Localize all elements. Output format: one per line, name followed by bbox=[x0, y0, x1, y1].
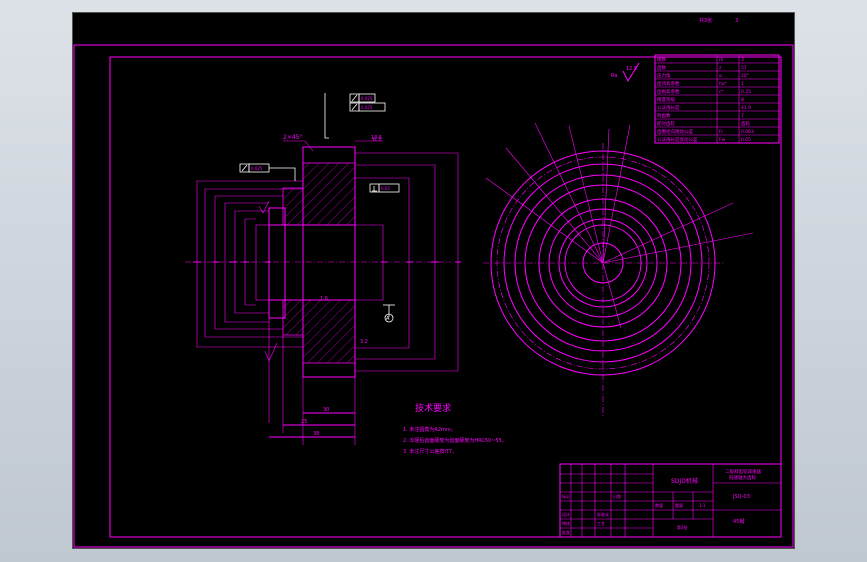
inner-border bbox=[109, 56, 782, 538]
datum-a: A bbox=[386, 316, 390, 322]
gtol-perp: 0.02 bbox=[381, 186, 390, 191]
tb-drawing-no: JSQ-03 bbox=[732, 494, 750, 500]
tb-sheet: 第3张 bbox=[677, 524, 688, 530]
outer-border bbox=[73, 44, 794, 548]
gear-table-cell: 精度等级 bbox=[657, 96, 675, 103]
top-label-left: 共3张 bbox=[699, 17, 712, 24]
section-view: 30 25 38 13.5 2×45° A 1.6 3.2 bbox=[185, 134, 461, 445]
dim-bottom-1: 30 bbox=[323, 407, 329, 413]
tb-scale: 1:1 bbox=[699, 503, 706, 508]
dim-bottom-3: 38 bbox=[313, 431, 319, 437]
front-view bbox=[483, 122, 754, 418]
gear-table-cell: 公法线长度变动公差 bbox=[657, 136, 698, 143]
tb-standard: 标准化 bbox=[597, 511, 609, 517]
gear-table-cell: ha* bbox=[719, 81, 728, 87]
gear-table-cell: 模数 bbox=[657, 56, 666, 63]
gear-table-cell: 41.9 bbox=[741, 105, 751, 111]
gtol-runout-3: 0.025 bbox=[251, 166, 263, 171]
tb-checker: 审核 bbox=[562, 520, 570, 526]
gear-table-cell: 20° bbox=[741, 73, 749, 79]
roughness-bore: 1.6 bbox=[320, 296, 328, 302]
gear-table-cell: 齿顶高系数 bbox=[657, 80, 680, 87]
hatch-bottom bbox=[282, 299, 356, 364]
gear-table-cell: 齿圈径向跳动公差 bbox=[657, 128, 693, 135]
gear-table: 模数 m 3 齿数 z 57 压力角 α 20° 齿顶高系数 ha* 1 齿根高系数 c* 0.25 精度等级… bbox=[654, 54, 780, 144]
tb-part-name: 二级斜齿轮减速器 bbox=[725, 468, 761, 475]
tb-date: 日期 bbox=[613, 493, 621, 499]
hatch-top bbox=[282, 162, 356, 226]
gear-table-cell: Fr bbox=[719, 129, 723, 135]
gear-table-cell: α bbox=[719, 74, 722, 79]
gear-table-cell: 跨齿数 bbox=[657, 112, 671, 119]
gear-table-cell: 公法线长度 bbox=[657, 104, 680, 111]
roughness-main: 12.5 bbox=[626, 66, 637, 72]
gear-table-cell: 齿数 bbox=[657, 64, 666, 71]
tb-mark: 标记 bbox=[562, 493, 570, 499]
gear-table-cell: 齿轮 bbox=[741, 120, 750, 127]
gear-table-cell: m bbox=[719, 58, 723, 63]
gear-table-cell: c* bbox=[719, 89, 724, 95]
dim-top: 13.5 bbox=[371, 135, 382, 141]
gear-table-cell: 3 bbox=[741, 57, 744, 63]
gear-table-cell: 压力角 bbox=[657, 72, 671, 79]
tech-item-1: 1. 未注圆角为R2mm。 bbox=[403, 426, 456, 433]
chamfer-note: 2×45° bbox=[283, 134, 302, 141]
dim-bottom-2: 25 bbox=[301, 419, 307, 425]
gear-table-cell: 7 bbox=[741, 113, 744, 119]
gear-table-cell: 1 bbox=[741, 81, 744, 87]
cad-viewport[interactable]: 共3张 3 bbox=[73, 13, 794, 548]
tb-company: SDJD机械 bbox=[671, 477, 698, 485]
tb-material: 45钢 bbox=[733, 518, 744, 525]
tech-item-2: 2. 淬硬后齿面硬度为齿面硬度为HRC50~55。 bbox=[403, 437, 507, 444]
top-label-right: 3 bbox=[735, 18, 738, 24]
datum-circle bbox=[384, 313, 394, 323]
tech-item-3: 3. 未注尺寸公差按IT7。 bbox=[403, 448, 457, 455]
gear-table-cell: 8 bbox=[741, 97, 744, 103]
roughness-face: 3.2 bbox=[360, 339, 368, 345]
tb-designer: 设计 bbox=[562, 511, 570, 517]
gear-table-cell: 57 bbox=[741, 65, 747, 71]
gear-table-cell: z bbox=[719, 66, 722, 71]
tech-requirements: 技术要求 1. 未注圆角为R2mm。 2. 淬硬后齿面硬度为齿面硬度为HRC50… bbox=[403, 402, 507, 455]
gtol-frames: 0.025 0.025 0.025 0.02 bbox=[239, 93, 400, 193]
tb-approver: 批准 bbox=[562, 529, 570, 535]
title-block: SDJD机械 二级斜齿轮减速器 低速轴大齿轮 JSQ-03 45钢 1:1 第3… bbox=[559, 463, 782, 538]
tech-title: 技术要求 bbox=[415, 402, 451, 414]
gear-table-cell: 0.063 bbox=[741, 129, 754, 135]
gear-table-cell: Fw bbox=[719, 137, 726, 143]
tb-part-sub: 低速轴大齿轮 bbox=[729, 474, 756, 481]
roughness-callout: 6.3 bbox=[373, 137, 381, 143]
tb-qty: 数量 bbox=[655, 502, 663, 508]
roughness-symbol: 12.5 Ra 6.3 bbox=[373, 62, 640, 143]
gtol-runout-2: 0.025 bbox=[361, 105, 373, 110]
tb-process: 工艺 bbox=[597, 521, 605, 526]
gear-table-cell: 0.25 bbox=[741, 89, 751, 95]
gear-table-cell: 0.05 bbox=[741, 137, 751, 143]
gear-table-cell: 配对齿轮 bbox=[657, 120, 675, 127]
roughness-suffix: Ra bbox=[611, 73, 617, 79]
tb-weight: 重量 bbox=[675, 502, 683, 508]
gtol-runout-1: 0.025 bbox=[361, 96, 373, 101]
gear-table-cell: 齿根高系数 bbox=[657, 88, 680, 95]
